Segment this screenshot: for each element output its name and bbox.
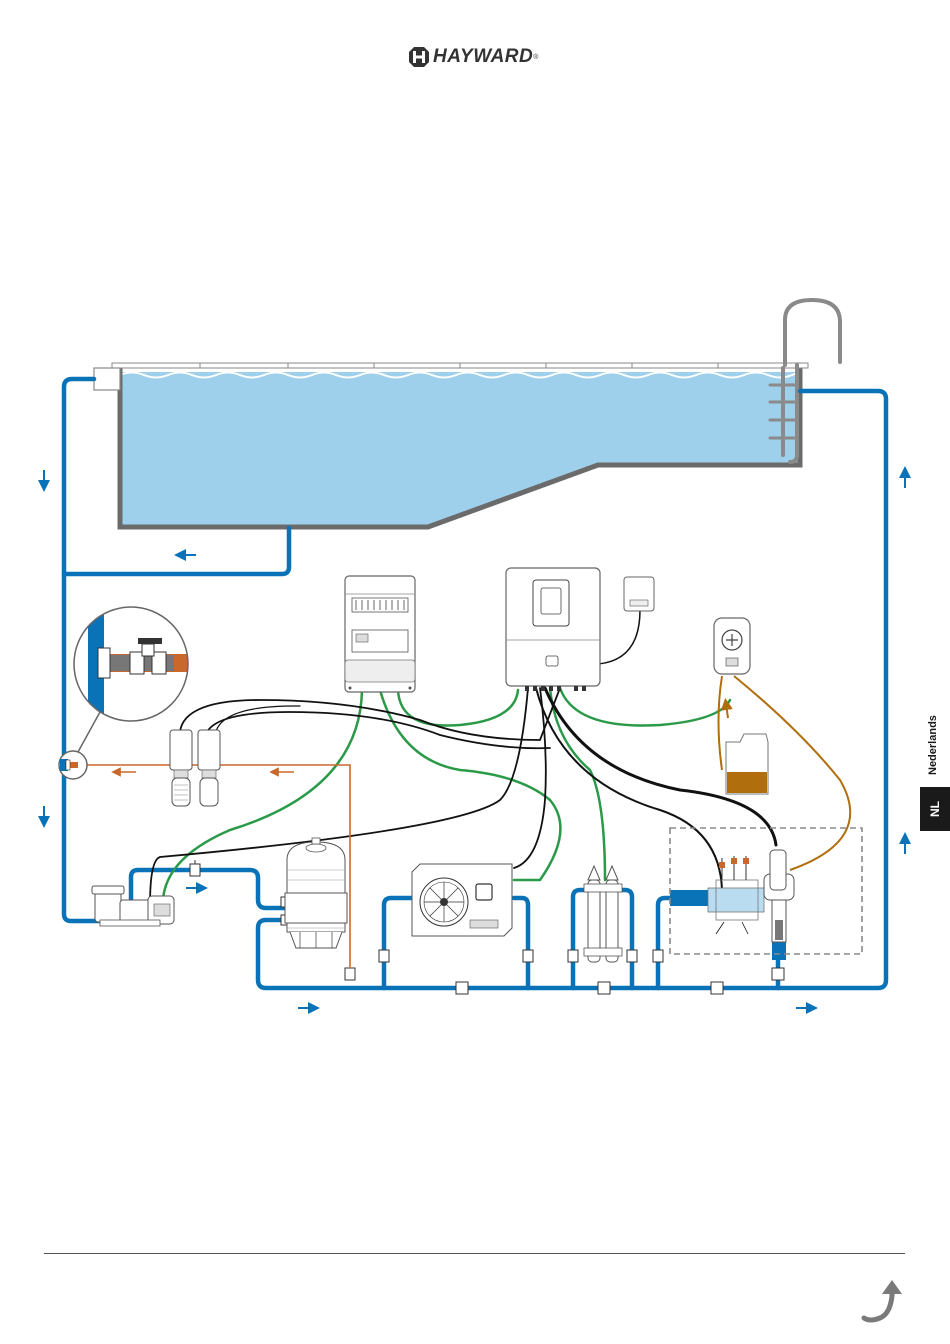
pool-water [120, 372, 800, 527]
footer-divider [44, 1253, 905, 1254]
language-tab[interactable]: NL [920, 787, 950, 831]
language-code: NL [920, 787, 950, 831]
dosing-pump-icon [714, 618, 750, 674]
brand-name: HAYWARD [433, 46, 533, 68]
cell-pipe-segment [670, 890, 710, 906]
skimmer-icon [94, 368, 120, 390]
breaker-panel-icon [345, 576, 415, 692]
curved-arrow-icon[interactable] [860, 1278, 908, 1324]
controller-box-icon [506, 568, 600, 691]
heat-pump-loop [384, 898, 412, 988]
flow-valve-icon [170, 730, 220, 806]
hayward-mark-icon [408, 46, 430, 68]
black-cables [150, 610, 776, 905]
heat-pump-icon [412, 864, 512, 936]
cell-outlet-segment [772, 940, 786, 960]
registered-mark: ® [533, 54, 538, 61]
sensor-box-icon [624, 577, 654, 611]
hayward-logo: HAYWARD ® [408, 44, 538, 70]
filter-tank-icon [285, 838, 347, 948]
pool [94, 363, 824, 527]
chemical-tank-icon [726, 734, 768, 794]
uv-loop [573, 890, 590, 988]
main-drain-pipe [64, 528, 289, 574]
salt-cell-icon [708, 850, 794, 942]
language-name: Nederlands [921, 705, 945, 775]
uv-lamp-icon [584, 866, 622, 962]
